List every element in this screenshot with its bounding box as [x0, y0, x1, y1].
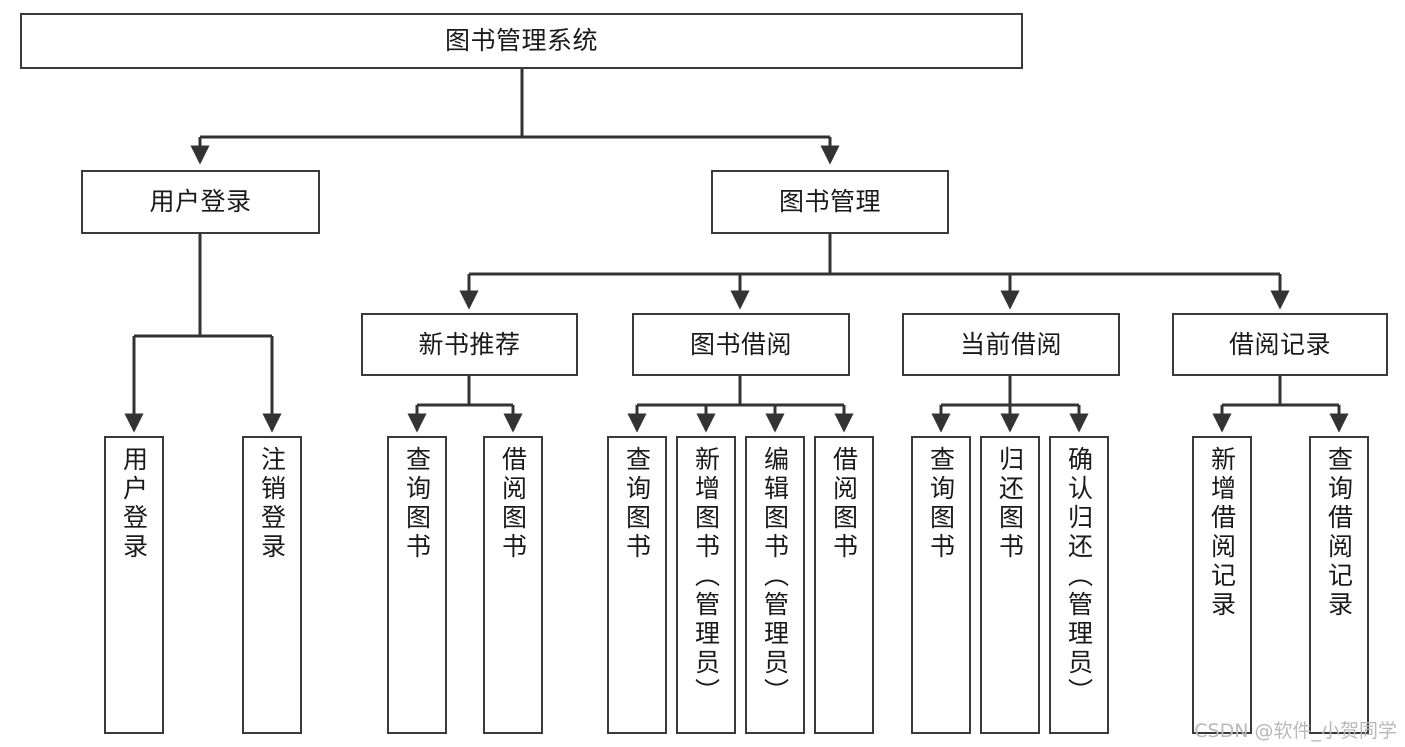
node-label: 查询图书 — [402, 446, 432, 562]
leaf-return-book[interactable]: 归还图书 — [980, 436, 1040, 734]
node-label: 图书借阅 — [689, 329, 792, 359]
node-label: 借阅图书 — [829, 446, 859, 562]
node-book-borrow[interactable]: 图书借阅 — [632, 313, 850, 376]
leaf-user-login[interactable]: 用户登录 — [104, 436, 164, 734]
node-label: 新书推荐 — [418, 329, 521, 359]
leaf-query-borrow-record[interactable]: 查询借阅记录 — [1309, 436, 1369, 734]
leaf-borrow-book[interactable]: 借阅图书 — [814, 436, 874, 734]
node-root-system[interactable]: 图书管理系统 — [20, 13, 1023, 69]
node-label: 用户登录 — [149, 187, 252, 217]
node-current-borrow[interactable]: 当前借阅 — [902, 313, 1120, 376]
node-label: 图书管理系统 — [444, 26, 598, 56]
node-label: 查询图书 — [622, 446, 652, 562]
watermark-text: CSDN @软件_小贺同学 — [1194, 720, 1397, 742]
node-label: 查询图书 — [926, 446, 956, 562]
leaf-add-book-admin[interactable]: 新增图书（管理员） — [676, 436, 736, 734]
node-label: 新增借阅记录 — [1207, 446, 1237, 620]
leaf-confirm-return-admin[interactable]: 确认归还（管理员） — [1049, 436, 1109, 734]
node-label: 图书管理 — [778, 187, 881, 217]
leaf-query-book-current[interactable]: 查询图书 — [911, 436, 971, 734]
node-label: 借阅图书 — [498, 446, 528, 562]
leaf-query-book-newbook[interactable]: 查询图书 — [387, 436, 447, 734]
node-user-login[interactable]: 用户登录 — [81, 170, 320, 234]
leaf-add-borrow-record[interactable]: 新增借阅记录 — [1192, 436, 1252, 734]
node-book-management[interactable]: 图书管理 — [711, 170, 949, 234]
node-label: 用户登录 — [119, 446, 149, 562]
leaf-borrow-book-newbook[interactable]: 借阅图书 — [483, 436, 543, 734]
node-label: 编辑图书（管理员） — [760, 446, 790, 707]
node-label: 注销登录 — [257, 446, 287, 562]
node-new-book-recommend[interactable]: 新书推荐 — [361, 313, 578, 376]
node-label: 归还图书 — [995, 446, 1025, 562]
leaf-logout[interactable]: 注销登录 — [242, 436, 302, 734]
node-label: 新增图书（管理员） — [691, 446, 721, 707]
node-borrow-record[interactable]: 借阅记录 — [1172, 313, 1388, 376]
node-label: 借阅记录 — [1228, 329, 1331, 359]
leaf-query-book-borrow[interactable]: 查询图书 — [607, 436, 667, 734]
node-label: 查询借阅记录 — [1324, 446, 1354, 620]
node-label: 确认归还（管理员） — [1064, 446, 1094, 707]
node-label: 当前借阅 — [959, 329, 1062, 359]
leaf-edit-book-admin[interactable]: 编辑图书（管理员） — [745, 436, 805, 734]
